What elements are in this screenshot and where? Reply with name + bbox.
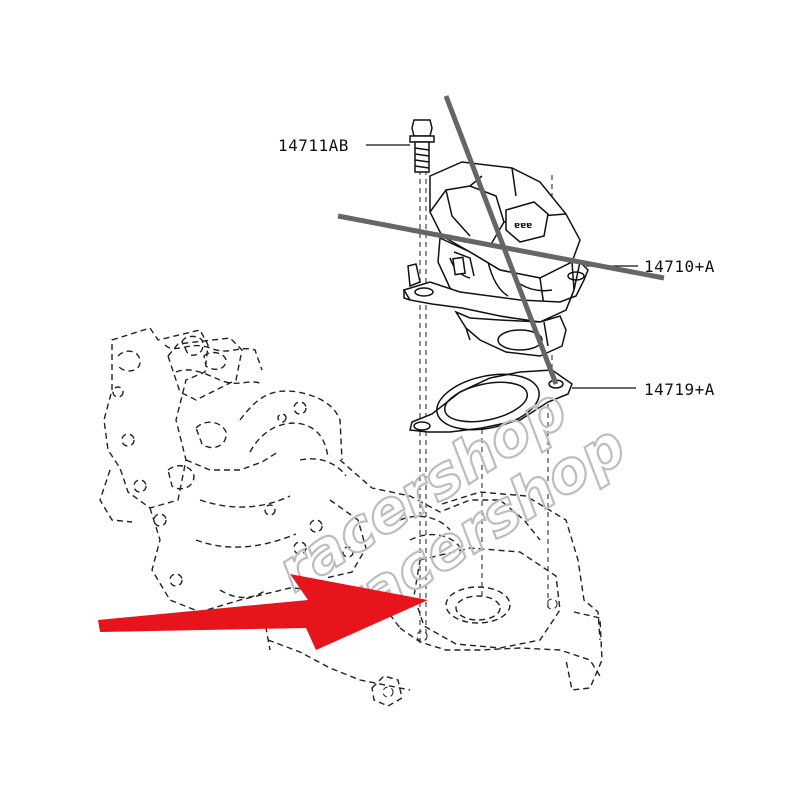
gasket-part: [409, 369, 573, 433]
exhaust-manifold: [99, 327, 603, 707]
callout-gasket: 14719+A: [572, 380, 715, 399]
callout-bolt: 14711AB: [278, 136, 410, 155]
svg-text:ɐɐɐ: ɐɐɐ: [514, 221, 532, 231]
bolt-part: [409, 119, 435, 173]
red-arrow-icon: [98, 574, 428, 650]
callout-valve-label: 14710+A: [644, 257, 715, 276]
callout-gasket-label: 14719+A: [644, 380, 715, 399]
cross-out-icon: [337, 95, 665, 385]
egr-valve-part: ɐɐɐ: [402, 161, 589, 357]
callout-bolt-label: 14711AB: [278, 136, 349, 155]
